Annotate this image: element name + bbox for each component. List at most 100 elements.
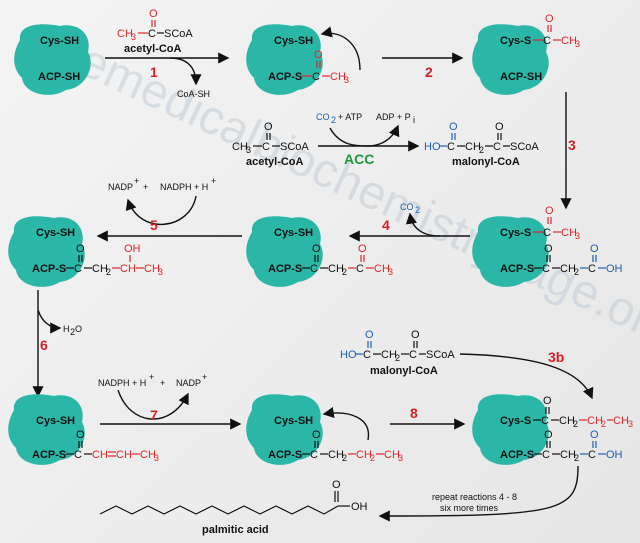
step-2-label: 2 — [425, 64, 433, 80]
svg-text:CH: CH — [328, 263, 344, 275]
svg-text:CH: CH — [92, 449, 108, 461]
palmitic-acid-structure: O OH palmitic acid — [99, 479, 368, 536]
svg-text:3: 3 — [131, 32, 136, 42]
svg-text:3: 3 — [158, 267, 163, 277]
svg-text:acetyl-CoA: acetyl-CoA — [124, 43, 182, 55]
svg-text:ACP-S: ACP-S — [500, 263, 534, 275]
svg-text:NADP: NADP — [108, 182, 133, 192]
fas-complex-2: Cys-SH ACP-S C O CH3 — [246, 24, 349, 95]
svg-text:O: O — [76, 243, 85, 255]
svg-text:O: O — [590, 243, 599, 255]
fas-complex-7: Cys-SH ACP-S C O CH CH CH3 — [8, 394, 159, 465]
svg-text:NADPH + H: NADPH + H — [160, 182, 208, 192]
svg-text:NADPH + H: NADPH + H — [98, 378, 146, 388]
svg-text:CH: CH — [381, 349, 397, 361]
svg-text:malonyl-CoA: malonyl-CoA — [452, 156, 520, 168]
svg-text:CO: CO — [316, 112, 330, 122]
svg-text:2: 2 — [574, 267, 579, 277]
svg-text:CH: CH — [232, 141, 248, 153]
svg-text:Cys-S: Cys-S — [500, 415, 531, 427]
svg-text:+: + — [149, 372, 154, 382]
svg-text:ACP-S: ACP-S — [32, 449, 66, 461]
svg-text:CH: CH — [561, 227, 577, 239]
svg-text:NADP: NADP — [176, 378, 201, 388]
svg-text:OH: OH — [351, 501, 368, 513]
svg-text:SCoA: SCoA — [426, 349, 455, 361]
palmitic-acid-label: palmitic acid — [202, 524, 269, 536]
svg-text:CH: CH — [560, 449, 576, 461]
svg-text:O: O — [312, 243, 321, 255]
acc-enzyme-label: ACC — [344, 151, 374, 167]
step-3b-label: 3b — [548, 349, 564, 365]
svg-text:2: 2 — [601, 419, 606, 429]
svg-text:Cys-SH: Cys-SH — [36, 227, 75, 239]
fas-complex-8: Cys-SH ACP-S C O CH2 CH2 CH3 — [246, 394, 403, 465]
svg-text:C: C — [356, 263, 364, 275]
svg-text:3: 3 — [628, 419, 633, 429]
svg-text:O: O — [314, 49, 323, 61]
svg-text:ACP-S: ACP-S — [268, 449, 302, 461]
svg-text:CH: CH — [117, 28, 133, 40]
acetyl-coa-substrate: CH3 C O SCoA acetyl-CoA — [117, 8, 193, 55]
svg-text:2: 2 — [331, 115, 336, 125]
svg-text:HO: HO — [424, 141, 441, 153]
svg-text:OH: OH — [124, 243, 141, 255]
repeat-note-line2: six more times — [440, 503, 499, 513]
step-4-label: 4 — [382, 217, 390, 233]
acp-sh-label: ACP-SH — [38, 71, 80, 83]
svg-text:O: O — [544, 243, 553, 255]
step-6-label: 6 — [40, 337, 48, 353]
fas-complex-3: Cys-S C O CH3 ACP-SH — [472, 13, 580, 95]
fas-complex-6: Cys-SH ACP-S C O CH2 CH OH CH3 — [8, 216, 163, 287]
fas-complex-1: Cys-SH ACP-SH — [14, 24, 91, 95]
svg-text:CH: CH — [560, 263, 576, 275]
svg-text:ACP-S: ACP-S — [32, 263, 66, 275]
svg-text:O: O — [449, 121, 458, 133]
svg-text:SCoA: SCoA — [280, 141, 309, 153]
svg-text:i: i — [413, 115, 415, 125]
svg-text:+: + — [134, 176, 139, 186]
svg-text:HO: HO — [340, 349, 357, 361]
svg-text:CH: CH — [374, 263, 390, 275]
svg-text:Cys-S: Cys-S — [500, 35, 531, 47]
svg-text:+: + — [160, 378, 165, 388]
svg-text:C: C — [74, 263, 82, 275]
svg-text:C: C — [363, 349, 371, 361]
svg-text:O: O — [358, 243, 367, 255]
svg-text:ACP-S: ACP-S — [268, 71, 302, 83]
svg-text:CH: CH — [116, 449, 132, 461]
svg-text:C: C — [409, 349, 417, 361]
step-8-label: 8 — [410, 405, 418, 421]
svg-text:Cys-SH: Cys-SH — [274, 227, 313, 239]
svg-text:C: C — [312, 71, 320, 83]
svg-text:3: 3 — [575, 231, 580, 241]
svg-text:C: C — [588, 449, 596, 461]
repeat-note-line1: repeat reactions 4 - 8 — [432, 492, 517, 502]
svg-text:CH: CH — [328, 449, 344, 461]
svg-text:C: C — [543, 227, 551, 239]
svg-text:C: C — [148, 28, 156, 40]
step-7-label: 7 — [150, 407, 158, 423]
svg-text:CH: CH — [356, 449, 372, 461]
svg-text:SCoA: SCoA — [164, 28, 193, 40]
enzyme-blob — [14, 24, 91, 95]
svg-text:CH: CH — [120, 263, 136, 275]
svg-text:2: 2 — [395, 353, 400, 363]
svg-text:2: 2 — [70, 327, 75, 337]
svg-text:O: O — [590, 429, 599, 441]
svg-text:+: + — [202, 372, 207, 382]
step-3-label: 3 — [568, 137, 576, 153]
svg-text:3: 3 — [246, 145, 251, 155]
svg-text:O: O — [365, 329, 374, 341]
svg-text:3: 3 — [398, 453, 403, 463]
svg-text:O: O — [76, 429, 85, 441]
svg-text:C: C — [542, 449, 550, 461]
svg-text:ACP-S: ACP-S — [500, 449, 534, 461]
repeat-arrow — [378, 465, 579, 522]
svg-text:Cys-SH: Cys-SH — [274, 35, 313, 47]
svg-text:C: C — [493, 141, 501, 153]
coa-sh-release-arrow — [169, 57, 202, 86]
svg-text:CH: CH — [330, 71, 346, 83]
